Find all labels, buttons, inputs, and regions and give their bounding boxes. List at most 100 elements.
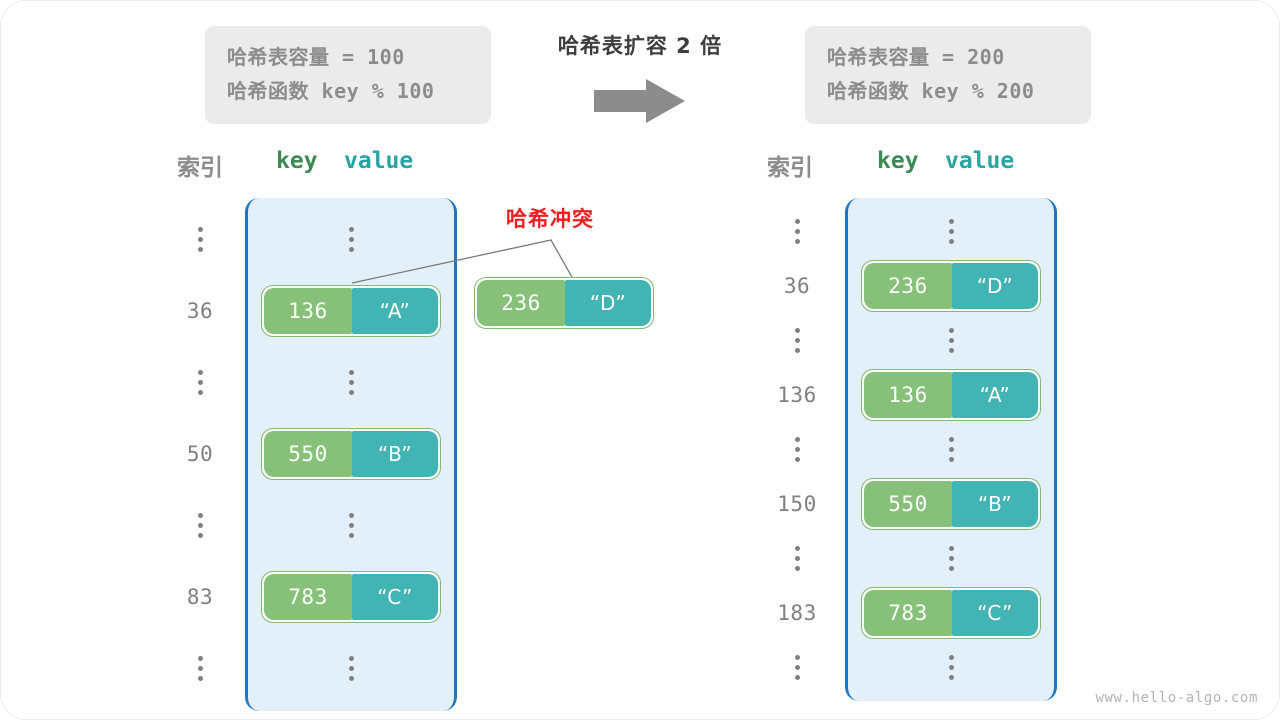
index-ellipsis-dots [197, 656, 203, 682]
key-cell: 783 [264, 574, 352, 621]
index-ellipsis-dots [794, 327, 800, 353]
index-ellipsis-dots [794, 654, 800, 680]
index-value: 83 [186, 585, 214, 610]
key-cell: 236 [477, 280, 565, 326]
collision-label: 哈希冲突 [506, 207, 594, 231]
table-row[interactable]: 236“D” [848, 259, 1054, 314]
key-cell: 550 [864, 480, 952, 527]
watermark: www.hello-algo.com [1095, 690, 1258, 706]
index-ellipsis [753, 640, 841, 695]
bucket-ellipsis-dots [948, 218, 954, 244]
key-cell: 550 [264, 431, 352, 478]
value-cell: “C” [952, 589, 1038, 636]
value-cell: “D” [565, 280, 651, 326]
index-column-before: 36 50 83 [163, 198, 237, 717]
index-value: 36 [186, 299, 214, 324]
bucket-ellipsis [848, 531, 1054, 586]
right-arrow-icon [594, 79, 685, 123]
index-label: 50 [163, 419, 237, 491]
info-box-before: 哈希表容量 = 100 哈希函数 key % 100 [205, 26, 491, 124]
bucket-ellipsis-dots [348, 656, 354, 682]
bucket-ellipsis [848, 640, 1054, 695]
value-cell: “B” [352, 431, 438, 478]
bucket-ellipsis [848, 313, 1054, 368]
key-cell: 236 [864, 262, 952, 309]
key-cell: 136 [864, 371, 952, 418]
capacity-line-before: 哈希表容量 = 100 [227, 40, 469, 74]
bucket-ellipsis [248, 633, 454, 705]
bucket-ellipsis-dots [948, 436, 954, 462]
index-column-after: 36 136 150 183 [753, 198, 841, 707]
expand-title: 哈希表扩容 2 倍 [557, 34, 723, 58]
value-cell: “A” [352, 288, 438, 335]
table-row[interactable]: 550“B” [248, 419, 454, 491]
index-label: 36 [163, 276, 237, 348]
index-ellipsis-dots [197, 227, 203, 253]
hashfn-line-after: 哈希函数 key % 200 [827, 74, 1069, 108]
bucket-column-before: 136“A” 550“B” 783“C” [245, 198, 457, 711]
key-value-pair: 783“C” [861, 586, 1041, 639]
index-label: 183 [753, 586, 841, 641]
index-ellipsis [163, 490, 237, 562]
capacity-value-after: = 200 [929, 45, 1005, 69]
key-value-pair: 236 “D” [474, 277, 654, 329]
index-value: 36 [783, 273, 811, 298]
caption-key-right: key [877, 148, 919, 174]
caption-index-right: 索引 [767, 155, 813, 181]
table-row[interactable]: 783“C” [248, 562, 454, 634]
index-ellipsis [163, 204, 237, 276]
table-row[interactable]: 783“C” [848, 586, 1054, 641]
bucket-ellipsis-dots [348, 227, 354, 253]
bucket-ellipsis-dots [348, 370, 354, 396]
caption-index-left: 索引 [177, 155, 223, 181]
index-label: 83 [163, 562, 237, 634]
key-value-pair: 550“B” [261, 428, 441, 481]
capacity-label-before: 哈希表容量 [227, 45, 330, 69]
caption-key-left: key [276, 148, 318, 174]
bucket-ellipsis [248, 490, 454, 562]
hashfn-value-before: key % 100 [309, 79, 435, 103]
bucket-ellipsis-dots [948, 545, 954, 571]
arrow-container [520, 74, 760, 128]
bucket-column-after: 236“D” 136“A” 550“B” 783“C” [845, 198, 1057, 701]
bucket-ellipsis [848, 422, 1054, 477]
key-value-pair: 136“A” [861, 368, 1041, 421]
bucket-ellipsis [848, 204, 1054, 259]
table-row[interactable]: 136“A” [248, 276, 454, 348]
table-row[interactable]: 550“B” [848, 477, 1054, 532]
value-cell: “B” [952, 480, 1038, 527]
key-value-pair: 550“B” [861, 477, 1041, 530]
hashfn-value-after: key % 200 [909, 79, 1035, 103]
index-ellipsis-dots [794, 218, 800, 244]
index-ellipsis [163, 633, 237, 705]
key-value-pair: 236“D” [861, 259, 1041, 312]
caption-value-left: value [344, 148, 414, 174]
index-ellipsis [753, 422, 841, 477]
index-label: 136 [753, 368, 841, 423]
bucket-ellipsis-dots [948, 327, 954, 353]
index-ellipsis-dots [197, 370, 203, 396]
bucket-ellipsis [248, 204, 454, 276]
index-label: 36 [753, 259, 841, 314]
index-label: 150 [753, 477, 841, 532]
index-value: 150 [777, 491, 817, 516]
info-box-after: 哈希表容量 = 200 哈希函数 key % 200 [805, 26, 1091, 124]
key-value-pair: 783“C” [261, 571, 441, 624]
bucket-ellipsis-dots [948, 654, 954, 680]
index-ellipsis-dots [794, 545, 800, 571]
capacity-line-after: 哈希表容量 = 200 [827, 40, 1069, 74]
bucket-ellipsis-dots [348, 513, 354, 539]
index-ellipsis-dots [794, 436, 800, 462]
index-value: 136 [777, 382, 817, 407]
value-cell: “C” [352, 574, 438, 621]
index-ellipsis-dots [197, 513, 203, 539]
key-value-pair: 136“A” [261, 285, 441, 338]
bucket-ellipsis [248, 347, 454, 419]
index-ellipsis [753, 531, 841, 586]
hashfn-line-before: 哈希函数 key % 100 [227, 74, 469, 108]
hashfn-label-before: 哈希函数 [227, 79, 309, 103]
collision-entry[interactable]: 236 “D” [474, 277, 654, 329]
value-cell: “D” [952, 262, 1038, 309]
table-row[interactable]: 136“A” [848, 368, 1054, 423]
